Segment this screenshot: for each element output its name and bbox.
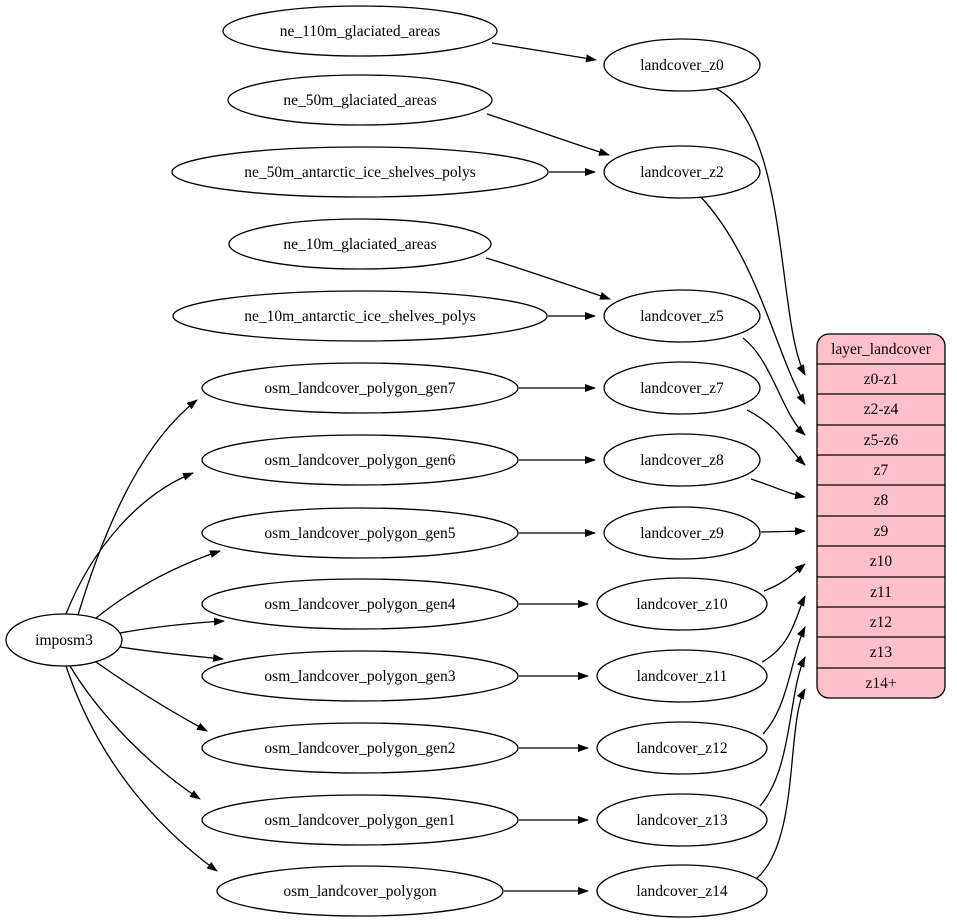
node-label: osm_landcover_polygon_gen1	[264, 812, 455, 829]
edge-z14-to-row-z14	[756, 688, 806, 879]
node-imposm3-label: imposm3	[35, 632, 93, 649]
table-row-z10: z10	[870, 553, 893, 570]
node-label: osm_landcover_polygon_gen2	[264, 740, 455, 757]
edge-imposm3-to-gen4	[119, 617, 225, 634]
node-label: landcover_z9	[640, 525, 724, 542]
node-landcover-z14: landcover_z14	[596, 864, 768, 918]
node-label: landcover_z5	[640, 308, 724, 325]
node-landcover-z5: landcover_z5	[603, 289, 761, 343]
edge-imposm3-to-gen6	[65, 472, 194, 615]
edge-imposm3-to-gen1	[69, 665, 201, 800]
node-label: landcover_z0	[640, 57, 724, 74]
node-label: landcover_z7	[640, 380, 724, 397]
edge-z8-to-row-z8	[750, 478, 806, 499]
node-osm-landcover-polygon-gen1: osm_landcover_polygon_gen1	[201, 794, 519, 846]
edge-ne10m-glac-to-z5	[485, 257, 611, 300]
edge-z5-to-row-z5-z6	[742, 337, 806, 436]
edge-imposm3-to-gen7	[77, 399, 198, 616]
table-row-z2-z4: z2-z4	[864, 401, 899, 418]
edge-imposm3-to-gen3	[119, 646, 224, 663]
node-label: landcover_z14	[636, 883, 727, 900]
node-label: osm_landcover_polygon	[283, 883, 437, 900]
node-osm-landcover-polygon-gen2: osm_landcover_polygon_gen2	[201, 722, 519, 774]
node-landcover-z8: landcover_z8	[603, 433, 761, 487]
node-imposm3: imposm3	[5, 613, 123, 667]
node-label: landcover_z12	[636, 740, 727, 757]
node-landcover-z9: landcover_z9	[603, 506, 761, 560]
node-landcover-z12: landcover_z12	[596, 721, 768, 775]
node-label: ne_50m_antarctic_ice_shelves_polys	[244, 164, 476, 181]
edge-z11-to-row-z11	[761, 595, 806, 663]
table-title: layer_landcover	[831, 341, 932, 358]
node-label: osm_landcover_polygon_gen6	[264, 452, 455, 469]
node-landcover-z0: landcover_z0	[603, 38, 761, 92]
node-landcover-z11: landcover_z11	[596, 649, 768, 703]
node-osm-landcover-polygon-gen6: osm_landcover_polygon_gen6	[201, 434, 519, 486]
node-label: landcover_z8	[640, 452, 724, 469]
node-osm-landcover-polygon: osm_landcover_polygon	[216, 865, 504, 917]
node-ne-10m-glaciated-areas: ne_10m_glaciated_areas	[228, 218, 492, 270]
edge-z2-to-row-z2-z4	[699, 195, 806, 405]
edge-ne50m-glac-to-z2	[486, 113, 610, 156]
node-landcover-z13: landcover_z13	[596, 793, 768, 847]
edge-imposm3-to-polygon	[65, 665, 218, 872]
table-row-z0-z1: z0-z1	[864, 371, 898, 388]
node-label: osm_landcover_polygon_gen4	[264, 596, 455, 613]
edge-imposm3-to-gen2	[95, 661, 208, 732]
table-row-z5-z6: z5-z6	[864, 432, 899, 449]
table-row-z13: z13	[870, 644, 893, 661]
table-row-z7: z7	[874, 462, 889, 479]
node-ne-50m-antarctic-ice-shelves-polys: ne_50m_antarctic_ice_shelves_polys	[171, 146, 549, 198]
node-label: landcover_z2	[640, 164, 724, 181]
node-label: ne_10m_glaciated_areas	[283, 236, 436, 253]
node-landcover-z7: landcover_z7	[603, 361, 761, 415]
node-label: osm_landcover_polygon_gen5	[264, 525, 455, 542]
node-ne-10m-antarctic-ice-shelves-polys: ne_10m_antarctic_ice_shelves_polys	[172, 290, 548, 342]
node-label: ne_110m_glaciated_areas	[280, 23, 440, 40]
node-osm-landcover-polygon-gen4: osm_landcover_polygon_gen4	[201, 578, 519, 630]
node-osm-landcover-polygon-gen3: osm_landcover_polygon_gen3	[201, 650, 519, 702]
edge-z7-to-row-z7	[746, 409, 806, 466]
node-label: landcover_z11	[637, 668, 728, 685]
table-row-z11: z11	[870, 584, 892, 601]
node-osm-landcover-polygon-gen5: osm_landcover_polygon_gen5	[201, 507, 519, 559]
edge-imposm3-to-gen5	[95, 550, 221, 619]
node-landcover-z2: landcover_z2	[603, 145, 761, 199]
node-label: osm_landcover_polygon_gen3	[264, 668, 455, 685]
table-row-z14: z14+	[865, 675, 896, 692]
table-layer-landcover: layer_landcover z0-z1 z2-z4 z5-z6 z7 z8 …	[816, 333, 946, 699]
node-label: landcover_z10	[636, 596, 727, 613]
node-osm-landcover-polygon-gen7: osm_landcover_polygon_gen7	[201, 362, 519, 414]
edge-ne110m-to-z0	[491, 42, 597, 63]
edge-z9-to-row-z9	[760, 527, 806, 536]
node-ne-50m-glaciated-areas: ne_50m_glaciated_areas	[227, 74, 493, 126]
node-label: osm_landcover_polygon_gen7	[264, 380, 455, 397]
node-landcover-z10: landcover_z10	[596, 577, 768, 631]
node-ne-110m-glaciated-areas: ne_110m_glaciated_areas	[222, 5, 498, 57]
node-label: ne_50m_glaciated_areas	[283, 92, 436, 109]
edge-z12-to-row-z12	[762, 626, 806, 735]
node-label: landcover_z13	[636, 812, 727, 829]
table-row-z9: z9	[874, 523, 889, 540]
table-row-z8: z8	[874, 492, 889, 509]
node-label: ne_10m_antarctic_ice_shelves_polys	[244, 308, 476, 325]
edge-z10-to-row-z10	[763, 563, 806, 592]
table-row-z12: z12	[870, 614, 892, 631]
edge-z13-to-row-z13	[759, 656, 806, 807]
edge-z0-to-row-z0-z1	[714, 87, 806, 376]
